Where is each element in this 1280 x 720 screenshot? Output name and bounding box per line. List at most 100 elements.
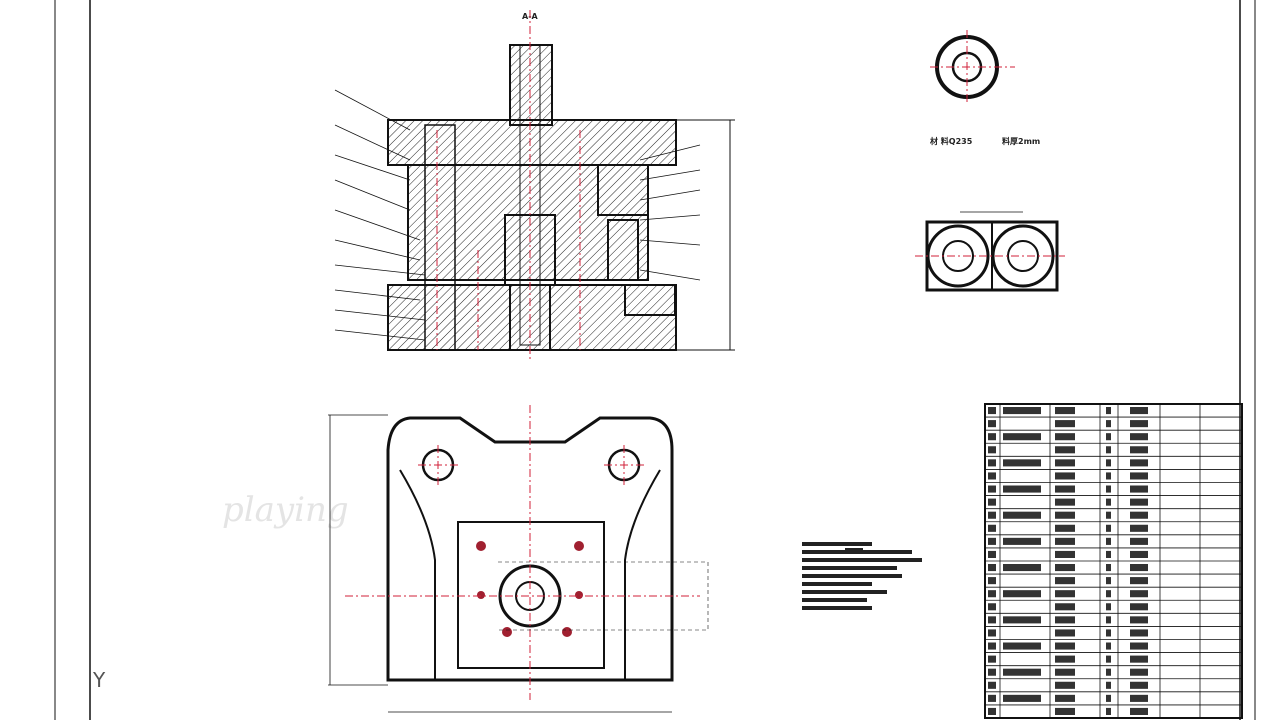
table-cell-mark xyxy=(1055,564,1075,572)
table-cell-mark xyxy=(1106,603,1111,611)
table-cell-mark xyxy=(1130,577,1148,585)
table-cell-mark xyxy=(1106,681,1111,689)
table-cell-mark xyxy=(1106,629,1111,637)
table-cell-mark xyxy=(1055,642,1075,650)
table-cell-mark xyxy=(1106,472,1111,480)
table-cell-mark xyxy=(1055,420,1075,428)
table-cell-mark xyxy=(1106,498,1111,506)
table-cell-mark xyxy=(1130,550,1148,558)
table-cell-mark xyxy=(988,707,996,715)
playing-watermark: playing xyxy=(222,490,349,530)
table-cell-mark xyxy=(1130,642,1148,650)
table-cell-mark xyxy=(1003,642,1041,650)
table-cell-mark xyxy=(1055,550,1075,558)
table-cell-mark xyxy=(1106,655,1111,663)
table-cell-mark xyxy=(1055,459,1075,467)
table-cell-mark xyxy=(988,407,996,415)
table-cell-mark xyxy=(1130,694,1148,702)
table-cell-mark xyxy=(988,629,996,637)
table-cell-mark xyxy=(1130,498,1148,506)
table-cell-mark xyxy=(1003,537,1041,545)
table-cell-mark xyxy=(1003,511,1041,519)
table-cell-mark xyxy=(1055,524,1075,532)
table-cell-mark xyxy=(988,668,996,676)
material-note: 材 料Q235 xyxy=(930,137,973,146)
ucs-y-axis-icon: Y xyxy=(93,668,106,692)
table-cell-mark xyxy=(1055,407,1075,415)
table-cell-mark xyxy=(1130,524,1148,532)
table-cell-mark xyxy=(1130,472,1148,480)
table-cell-mark xyxy=(988,590,996,598)
section-view-a-a xyxy=(334,10,735,360)
table-cell-mark xyxy=(988,564,996,572)
table-cell-mark xyxy=(1130,459,1148,467)
table-cell-mark xyxy=(988,577,996,585)
table-cell-mark xyxy=(1055,577,1075,585)
table-cell-mark xyxy=(988,642,996,650)
table-cell-mark xyxy=(1130,446,1148,454)
thickness-note: 料厚2mm xyxy=(1002,137,1041,146)
table-cell-mark xyxy=(1130,655,1148,663)
table-cell-mark xyxy=(1003,564,1041,572)
table-cell-mark xyxy=(1106,420,1111,428)
table-cell-mark xyxy=(1130,668,1148,676)
table-cell-mark xyxy=(1106,537,1111,545)
table-cell-mark xyxy=(1106,485,1111,493)
table-cell-mark xyxy=(988,446,996,454)
table-cell-mark xyxy=(1055,603,1075,611)
table-cell-mark xyxy=(1003,668,1041,676)
table-cell-mark xyxy=(1106,433,1111,441)
table-cell-mark xyxy=(1130,681,1148,689)
table-cell-mark xyxy=(1130,511,1148,519)
table-cell-mark xyxy=(988,694,996,702)
table-cell-mark xyxy=(1055,511,1075,519)
table-cell-mark xyxy=(988,681,996,689)
table-cell-mark xyxy=(1055,707,1075,715)
plan-view xyxy=(328,405,709,713)
table-cell-mark xyxy=(988,603,996,611)
table-cell-mark xyxy=(1003,616,1041,624)
table-cell-mark xyxy=(1106,694,1111,702)
table-cell-mark xyxy=(1003,407,1041,415)
table-cell-mark xyxy=(1130,629,1148,637)
table-cell-mark xyxy=(988,485,996,493)
parts-list-title-block xyxy=(984,403,1243,719)
table-cell-mark xyxy=(988,550,996,558)
table-cell-mark xyxy=(988,472,996,480)
table-cell-mark xyxy=(1055,590,1075,598)
table-cell-mark xyxy=(1055,537,1075,545)
table-cell-mark xyxy=(1130,564,1148,572)
table-cell-mark xyxy=(1130,603,1148,611)
table-cell-mark xyxy=(988,655,996,663)
table-cell-mark xyxy=(1106,577,1111,585)
table-cell-mark xyxy=(1055,629,1075,637)
table-cell-mark xyxy=(1106,564,1111,572)
table-cell-mark xyxy=(1130,616,1148,624)
table-cell-mark xyxy=(1130,537,1148,545)
table-cell-mark xyxy=(988,537,996,545)
table-cell-mark xyxy=(988,511,996,519)
table-cell-mark xyxy=(1130,485,1148,493)
table-cell-mark xyxy=(1055,655,1075,663)
table-cell-mark xyxy=(1055,485,1075,493)
table-cell-mark xyxy=(1130,433,1148,441)
part-detail-double xyxy=(915,211,1065,292)
table-cell-mark xyxy=(1003,459,1041,467)
table-cell-mark xyxy=(1106,707,1111,715)
table-cell-mark xyxy=(1106,550,1111,558)
table-cell-mark xyxy=(1106,407,1111,415)
table-cell-mark xyxy=(1055,472,1075,480)
table-cell-mark xyxy=(1055,616,1075,624)
technical-notes xyxy=(802,542,922,610)
table-cell-mark xyxy=(988,524,996,532)
table-cell-mark xyxy=(1106,511,1111,519)
table-cell-mark xyxy=(988,433,996,441)
table-cell-mark xyxy=(1130,707,1148,715)
table-cell-mark xyxy=(988,459,996,467)
part-detail-ring xyxy=(930,30,1015,104)
table-cell-mark xyxy=(1055,694,1075,702)
table-cell-mark xyxy=(1130,420,1148,428)
table-cell-mark xyxy=(1106,459,1111,467)
table-cell-mark xyxy=(1055,433,1075,441)
